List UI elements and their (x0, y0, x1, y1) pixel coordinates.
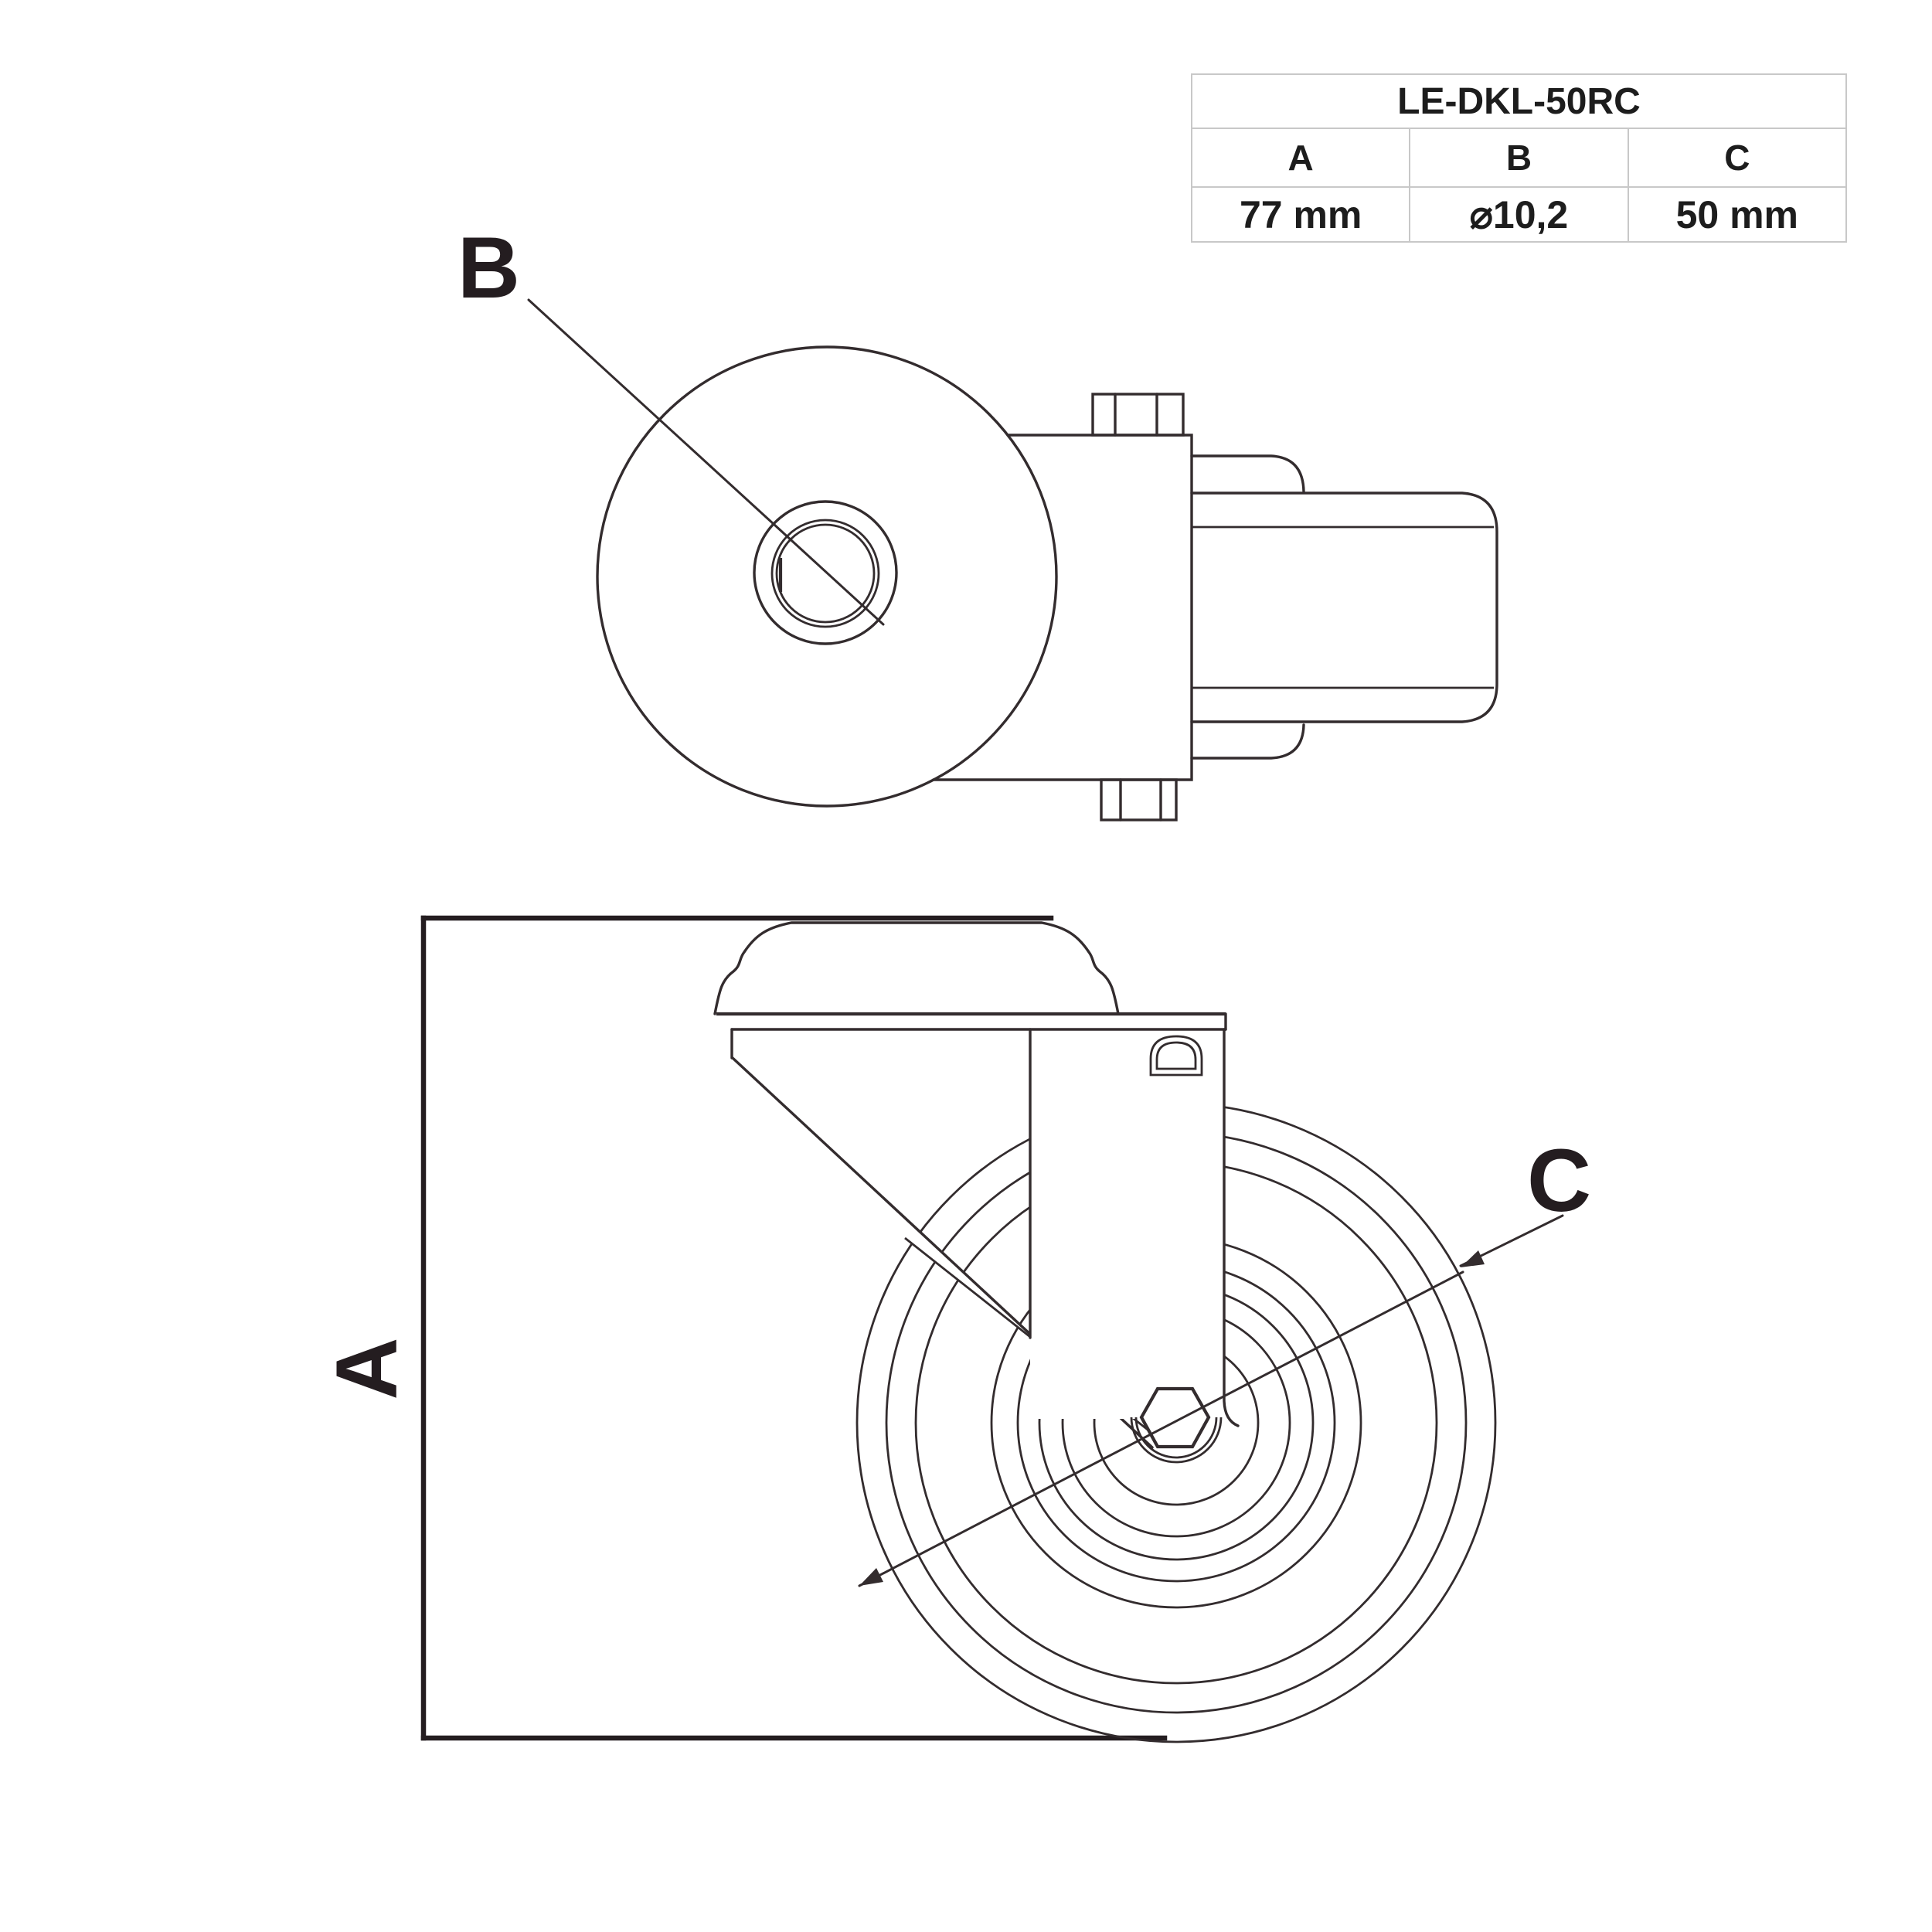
c-arrowhead-upper (1461, 1250, 1485, 1267)
axle-hex-bolt (1139, 1386, 1211, 1449)
top-view-plate-circle (596, 345, 1058, 808)
col-header-c: C (1724, 138, 1750, 178)
b-leader-line (527, 298, 885, 626)
fork-d-slot (1149, 1035, 1203, 1077)
top-view: B (457, 219, 1498, 821)
col-header-a: A (1192, 129, 1411, 186)
label-b: B (457, 219, 520, 316)
side-view-axle-hub (1130, 1386, 1223, 1464)
table-value-row: 77 mm ⌀10,2 50 mm (1192, 188, 1845, 241)
dimension-c-callout: C (858, 1131, 1591, 1587)
side-view-fork-right-leg (1029, 1028, 1240, 1427)
col-header-b: B (1410, 129, 1629, 186)
top-view-bolt-hole-hub (753, 500, 898, 645)
value-b: ⌀10,2 (1410, 188, 1629, 241)
spec-table: LE-DKL-50RC A B C 77 mm ⌀10,2 50 mm (1191, 73, 1847, 243)
top-view-wheel (1190, 492, 1498, 723)
label-c: C (1527, 1131, 1591, 1230)
value-a: 77 mm (1192, 188, 1411, 241)
c-arrowhead-lower (859, 1568, 883, 1586)
side-view-dome-cap (713, 921, 1120, 1015)
dimension-a-bracket: A (318, 915, 1168, 1741)
model-title: LE-DKL-50RC (1192, 75, 1845, 129)
value-c: 50 mm (1675, 192, 1799, 236)
top-view-fork-bracket (932, 393, 1305, 821)
c-diameter-line (858, 1270, 1464, 1587)
side-view-mounting-plate (716, 1012, 1227, 1031)
label-a: A (318, 1338, 415, 1400)
side-view: A (318, 915, 1591, 1743)
table-header-row: A B C (1192, 129, 1845, 188)
dimension-b-callout: B (457, 219, 885, 626)
